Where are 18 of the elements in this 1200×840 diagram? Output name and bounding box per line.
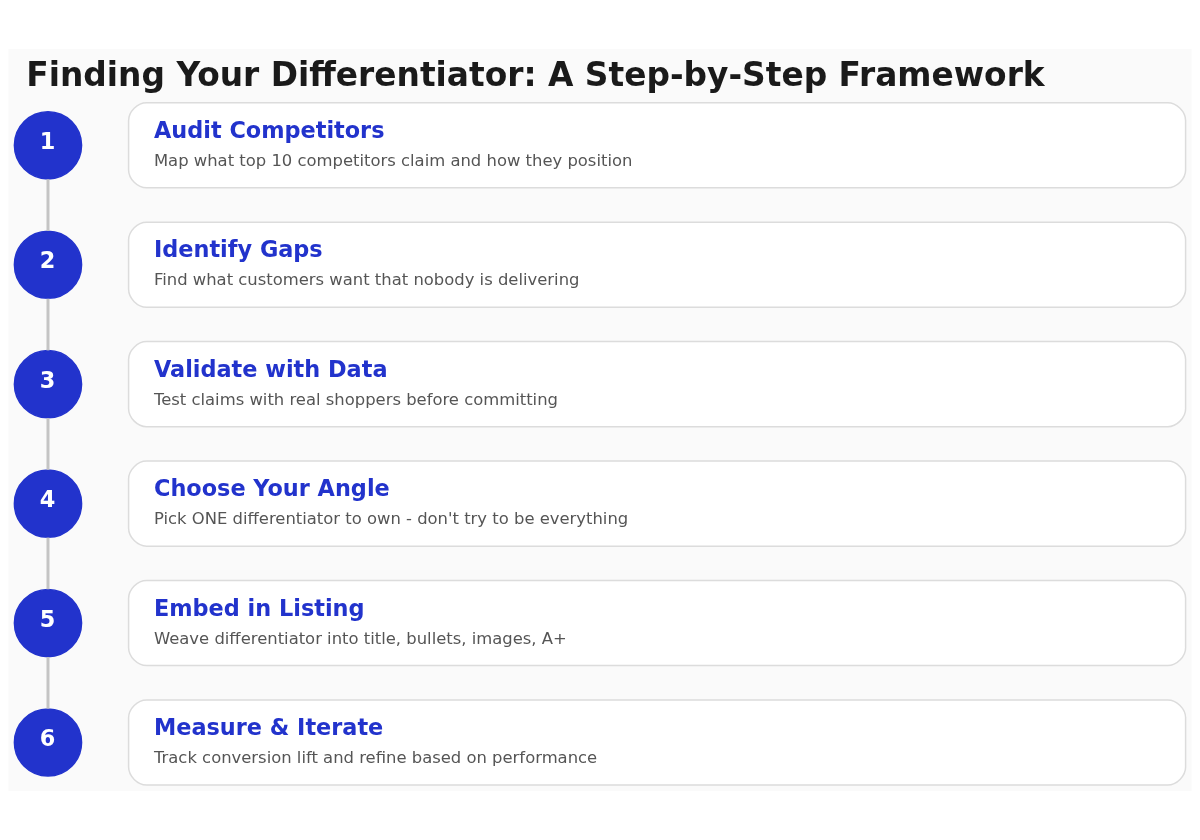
connector [46,418,50,470]
node-circle: 2 [13,230,83,300]
node-circle: 5 [13,588,83,658]
node-box: Validate with Data Test claims with real shoppers before committing [127,340,1187,428]
node-box: Embed in Listing Weave differentiator into title, bullets, images, A+ [127,579,1187,667]
node-circle: 4 [13,469,83,538]
node-box: Audit Competitors Map what top 10 competitors claim and how they position [127,102,1187,189]
connector [46,537,50,590]
connector [46,657,50,709]
connector [46,298,50,351]
node-circle: 6 [13,708,83,777]
node-box: Identify Gaps Find what customers want that nobody is delivering [127,221,1187,309]
node-box: Choose Your Angle Pick ONE differentiator to own - don't try to be everything [127,460,1187,547]
node-circle: 1 [13,110,83,180]
node-circle: 3 [13,349,83,419]
node-box: Measure & Iterate Track conversion lift and refine based on performance [127,699,1187,786]
connector [46,179,50,231]
diagram-title: Finding Your Differentiator: A Step-by-Step Framework [26,55,1045,94]
